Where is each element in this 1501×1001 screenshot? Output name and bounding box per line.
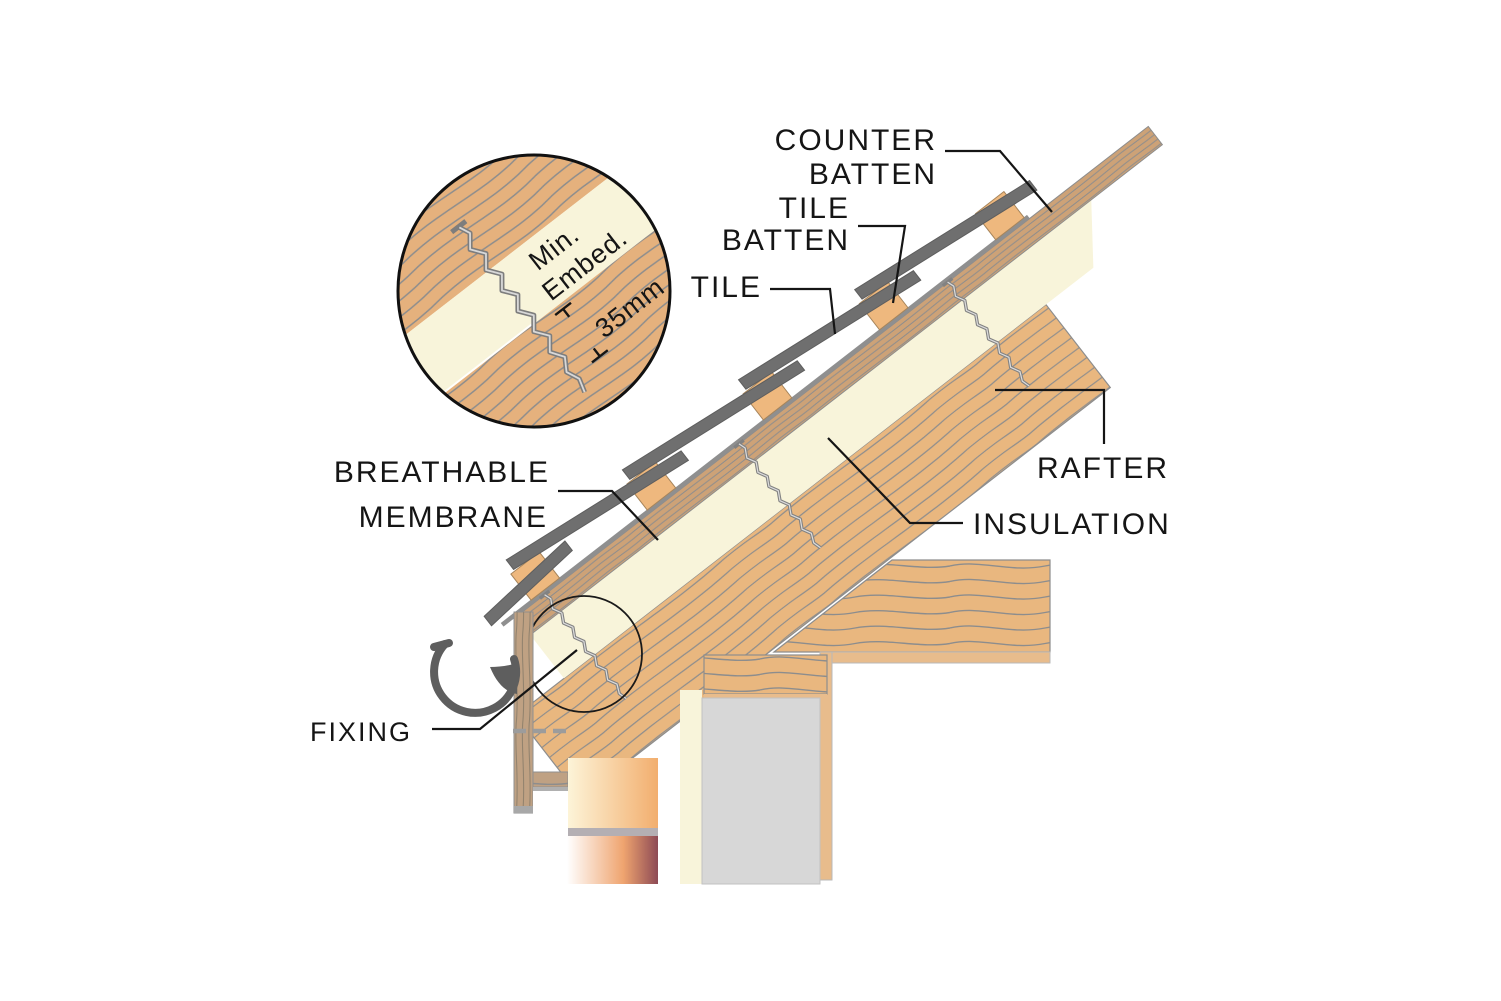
mortar-joint	[568, 828, 658, 836]
label-tile: TILE	[691, 271, 762, 304]
label-tile-batten-1: TILE	[779, 192, 850, 225]
mask	[533, 790, 573, 900]
fixing-detail-callout: Min. Embed. 35mm	[396, 153, 672, 429]
detail-insulation	[398, 155, 670, 427]
leader-rafter	[995, 388, 1106, 444]
detail-circle-outline	[396, 153, 672, 429]
wall-insulation-strip	[680, 690, 702, 884]
label-rafter: RAFTER	[1037, 452, 1169, 485]
tile-course	[505, 450, 690, 571]
fascia-board	[513, 611, 534, 814]
label-insulation: INSULATION	[973, 508, 1171, 541]
leader-lines	[432, 149, 1106, 731]
fixing-nail	[538, 589, 630, 703]
leader-fixing	[432, 649, 578, 731]
label-counter-batten-1: COUNTER	[775, 124, 937, 157]
labels: COUNTER BATTEN TILE BATTEN TILE BREATHAB…	[310, 124, 1171, 747]
fixing-nail	[941, 277, 1033, 390]
insulation-layer	[530, 199, 1094, 679]
brick-course-lower	[567, 836, 658, 884]
membrane-layer	[500, 214, 1030, 627]
leader-tile	[770, 287, 837, 335]
detail-fixing-nail	[450, 219, 587, 394]
leader-membrane	[558, 489, 659, 541]
tile-course	[737, 270, 922, 390]
wall-plate	[703, 654, 828, 702]
tile-course	[483, 540, 573, 627]
dimension-ticks	[554, 301, 609, 364]
tile-course	[621, 360, 806, 480]
label-membrane-2: MEMBRANE	[359, 501, 548, 534]
leader-tile-batten	[858, 224, 907, 304]
label-tile-batten-2: BATTEN	[722, 224, 850, 257]
fixing-nail	[733, 438, 824, 552]
wall-and-ceiling	[567, 559, 1051, 885]
gutter	[430, 639, 520, 717]
brick-course-upper	[568, 758, 658, 828]
leader-insulation	[827, 437, 963, 525]
wall-blockwork	[701, 697, 821, 885]
leader-counter-batten	[945, 149, 1053, 213]
tile-courses	[483, 179, 1038, 627]
tile-course	[853, 179, 1038, 300]
label-counter-batten-2: BATTEN	[809, 158, 937, 191]
label-membrane-1: BREATHABLE	[334, 456, 550, 489]
roof-slope-assembly	[483, 125, 1164, 799]
plasterboard-ceiling	[831, 651, 1051, 664]
soffit-board	[532, 771, 569, 791]
label-fixing: FIXING	[310, 717, 412, 747]
fascia-end-shadow	[514, 806, 533, 813]
